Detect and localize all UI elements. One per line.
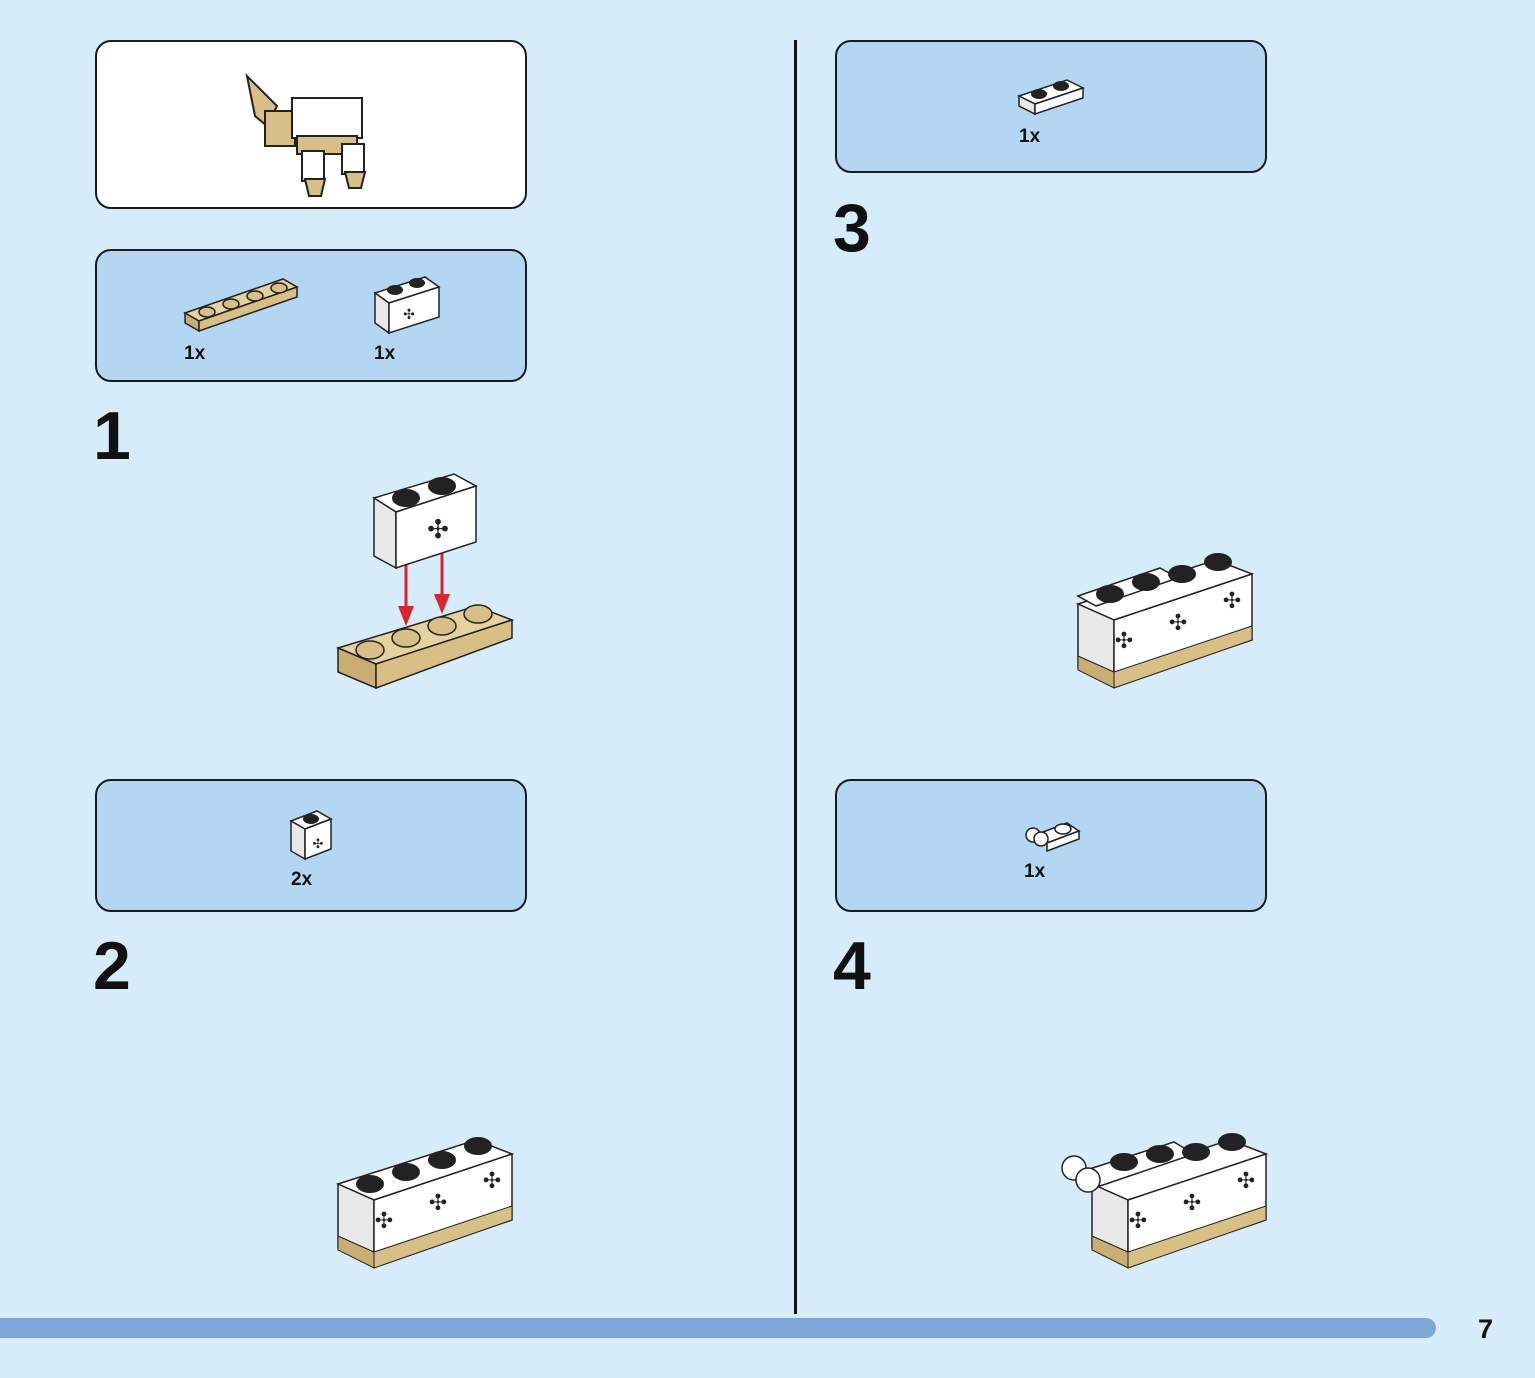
qty-label: 1x (1024, 861, 1046, 882)
page-number: 7 (1478, 1314, 1494, 1344)
model-preview-box (95, 40, 527, 209)
page-progress-bar (0, 1318, 1436, 1338)
column-divider (794, 40, 797, 1314)
step-number-1: 1 (93, 398, 131, 474)
white-plate-1x2-icon (1017, 79, 1085, 116)
qty-label: 1x (1019, 126, 1041, 147)
svg-text:✣: ✣ (1183, 1190, 1201, 1215)
white-technic-brick-1x1-icon: ✣ (289, 810, 333, 861)
step-1-assembly-illustration: ✣ (335, 473, 515, 690)
qty-label: 2x (291, 869, 313, 890)
svg-text:✣: ✣ (313, 836, 324, 851)
svg-text:✣: ✣ (429, 1190, 447, 1215)
step-4-assembly-illustration: ✣ ✣ ✣ (1061, 1133, 1269, 1269)
step-3-assembly-illustration: ✣ ✣ ✣ (1075, 553, 1255, 689)
white-technic-brick-1x2-icon: ✣ (373, 276, 441, 335)
qty-label: 1x (374, 343, 396, 364)
svg-text:✣: ✣ (1115, 628, 1133, 653)
svg-text:✣: ✣ (403, 306, 415, 322)
svg-text:✣: ✣ (1237, 1168, 1255, 1193)
parts-list-step-4: 1x (835, 779, 1267, 912)
white-clip-plate-icon (1025, 822, 1081, 853)
svg-text:✣: ✣ (1129, 1208, 1147, 1233)
tan-plate-1x4-icon (183, 278, 299, 333)
parts-list-step-3: 1x (835, 40, 1267, 173)
svg-text:✣: ✣ (483, 1168, 501, 1193)
step-number-2: 2 (93, 928, 131, 1004)
svg-text:✣: ✣ (375, 1208, 393, 1233)
step-number-4: 4 (833, 928, 871, 1004)
qty-label: 1x (184, 343, 206, 364)
rhino-model-icon (245, 72, 367, 197)
parts-list-step-2: ✣ 2x (95, 779, 527, 912)
svg-text:✣: ✣ (1169, 610, 1187, 635)
step-number-3: 3 (833, 190, 871, 266)
svg-text:✣: ✣ (1223, 588, 1241, 613)
step-2-assembly-illustration: ✣ ✣ ✣ (335, 1137, 515, 1269)
parts-list-step-1: 1x ✣ 1x (95, 249, 527, 382)
svg-text:✣: ✣ (427, 514, 449, 544)
